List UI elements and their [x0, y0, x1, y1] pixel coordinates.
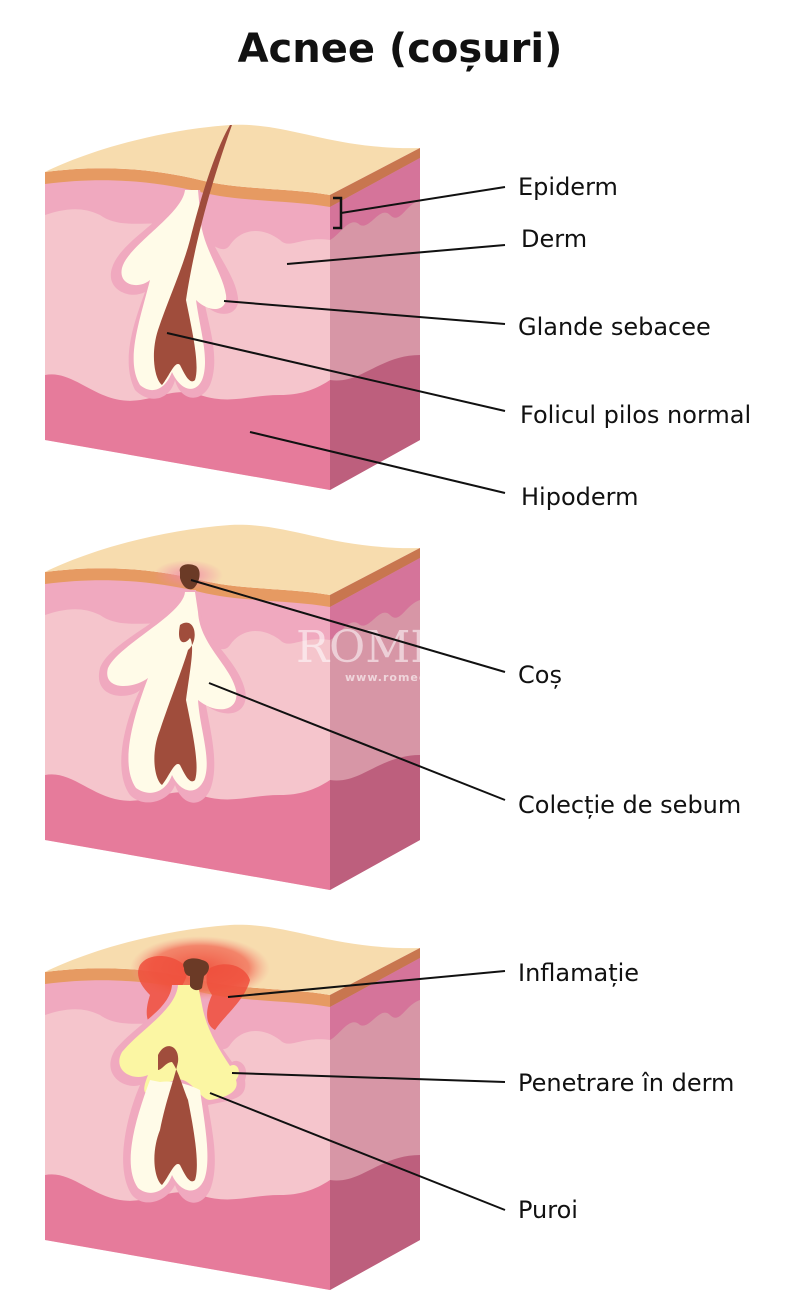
pus	[119, 985, 239, 1100]
sebum-collection	[107, 592, 237, 793]
side-band	[330, 948, 420, 1007]
label-cos: Coș	[518, 661, 562, 689]
label-epiderm: Epiderm	[518, 173, 618, 201]
hypodermis-layer	[45, 774, 330, 890]
label-penetrare-derm: Penetrare în derm	[518, 1069, 734, 1097]
panel-comedone: ROMEDIC www.romedic.ro Coș Colecție de s…	[45, 524, 741, 890]
pimple-plug	[183, 958, 209, 991]
diagram-title: Acnee (coșuri)	[237, 26, 563, 72]
epidermis-band	[45, 168, 330, 207]
label-folicul-pilos: Folicul pilos normal	[520, 401, 751, 429]
pointer-sebum	[208, 682, 506, 801]
watermark-url: www.romedic.ro	[345, 671, 460, 684]
inflammation-left	[138, 955, 188, 1025]
side-epidermis	[330, 558, 420, 640]
hair-shaft	[153, 125, 232, 385]
pointer-inflamatie	[227, 970, 506, 998]
panel-inflamed-pimple: Inflamație Penetrare în derm Puroi	[45, 924, 734, 1290]
pointer-puroi	[209, 1092, 506, 1211]
label-hipoderm: Hipoderm	[521, 483, 638, 511]
side-hypodermis	[330, 1155, 420, 1290]
side-epidermis	[330, 158, 420, 240]
pointer-penetrare	[231, 1072, 506, 1083]
pointer-epiderm	[340, 186, 506, 214]
label-puroi: Puroi	[518, 1196, 578, 1224]
pointer-glande	[223, 300, 506, 325]
side-hypodermis	[330, 755, 420, 890]
panel-normal-skin: Epiderm Derm Glande sebacee Folicul pilo…	[45, 124, 751, 511]
hypodermis-layer	[45, 1174, 330, 1290]
hypodermis-layer	[45, 374, 330, 490]
label-colectie-sebum: Colecție de sebum	[518, 791, 741, 819]
skin-surface	[45, 524, 420, 595]
label-inflamatie: Inflamație	[518, 959, 639, 987]
pointer-cos	[190, 579, 506, 673]
pointer-hipoderm	[249, 431, 506, 494]
comedone-plug	[179, 564, 200, 590]
side-band	[330, 548, 420, 607]
pointer-folicul	[166, 332, 506, 412]
side-epidermis	[330, 958, 420, 1040]
label-derm: Derm	[521, 225, 587, 253]
label-glande-sebacee: Glande sebacee	[518, 313, 711, 341]
skin-surface	[45, 124, 420, 195]
hair-shaft	[154, 622, 197, 785]
pointer-derm	[286, 244, 506, 265]
hair-shaft	[154, 1046, 197, 1185]
side-band	[330, 148, 420, 207]
watermark-brand: ROMEDIC	[296, 622, 529, 673]
